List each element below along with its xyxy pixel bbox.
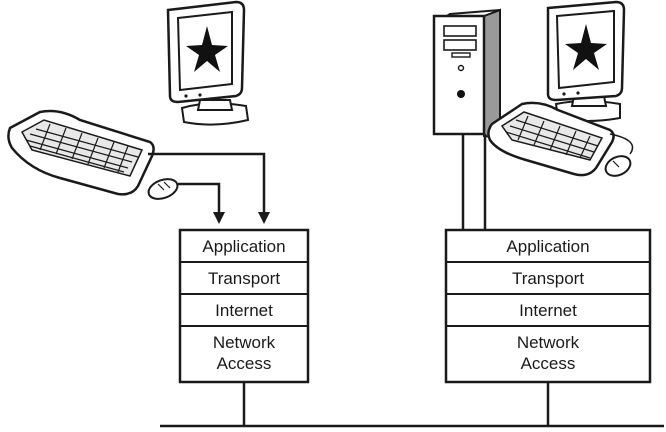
left-network-access-layer-line2: Access [217, 354, 272, 373]
right-protocol-stack: Application Transport Internet Network A… [444, 228, 652, 384]
right-mouse-icon [604, 133, 634, 177]
left-network-access-layer-line1: Network [213, 333, 276, 352]
keyboard-to-stack-arrow [148, 152, 270, 224]
right-network-access-layer-line1: Network [517, 333, 580, 352]
left-application-layer: Application [202, 237, 285, 256]
left-keyboard-icon [7, 109, 155, 196]
left-monitor-icon [166, 0, 250, 126]
left-transport-layer: Transport [208, 269, 280, 288]
left-internet-layer: Internet [215, 301, 273, 320]
right-application-layer: Application [506, 237, 589, 256]
mouse-to-stack-arrow [178, 182, 225, 224]
computer-tower-icon [432, 8, 501, 140]
left-protocol-stack: Application Transport Internet Network A… [178, 228, 310, 384]
right-internet-layer: Internet [519, 301, 577, 320]
right-monitor-icon [546, 0, 626, 122]
right-network-access-layer-line2: Access [521, 354, 576, 373]
right-transport-layer: Transport [512, 269, 584, 288]
right-keyboard-icon [487, 101, 615, 177]
left-mouse-icon [147, 178, 179, 200]
